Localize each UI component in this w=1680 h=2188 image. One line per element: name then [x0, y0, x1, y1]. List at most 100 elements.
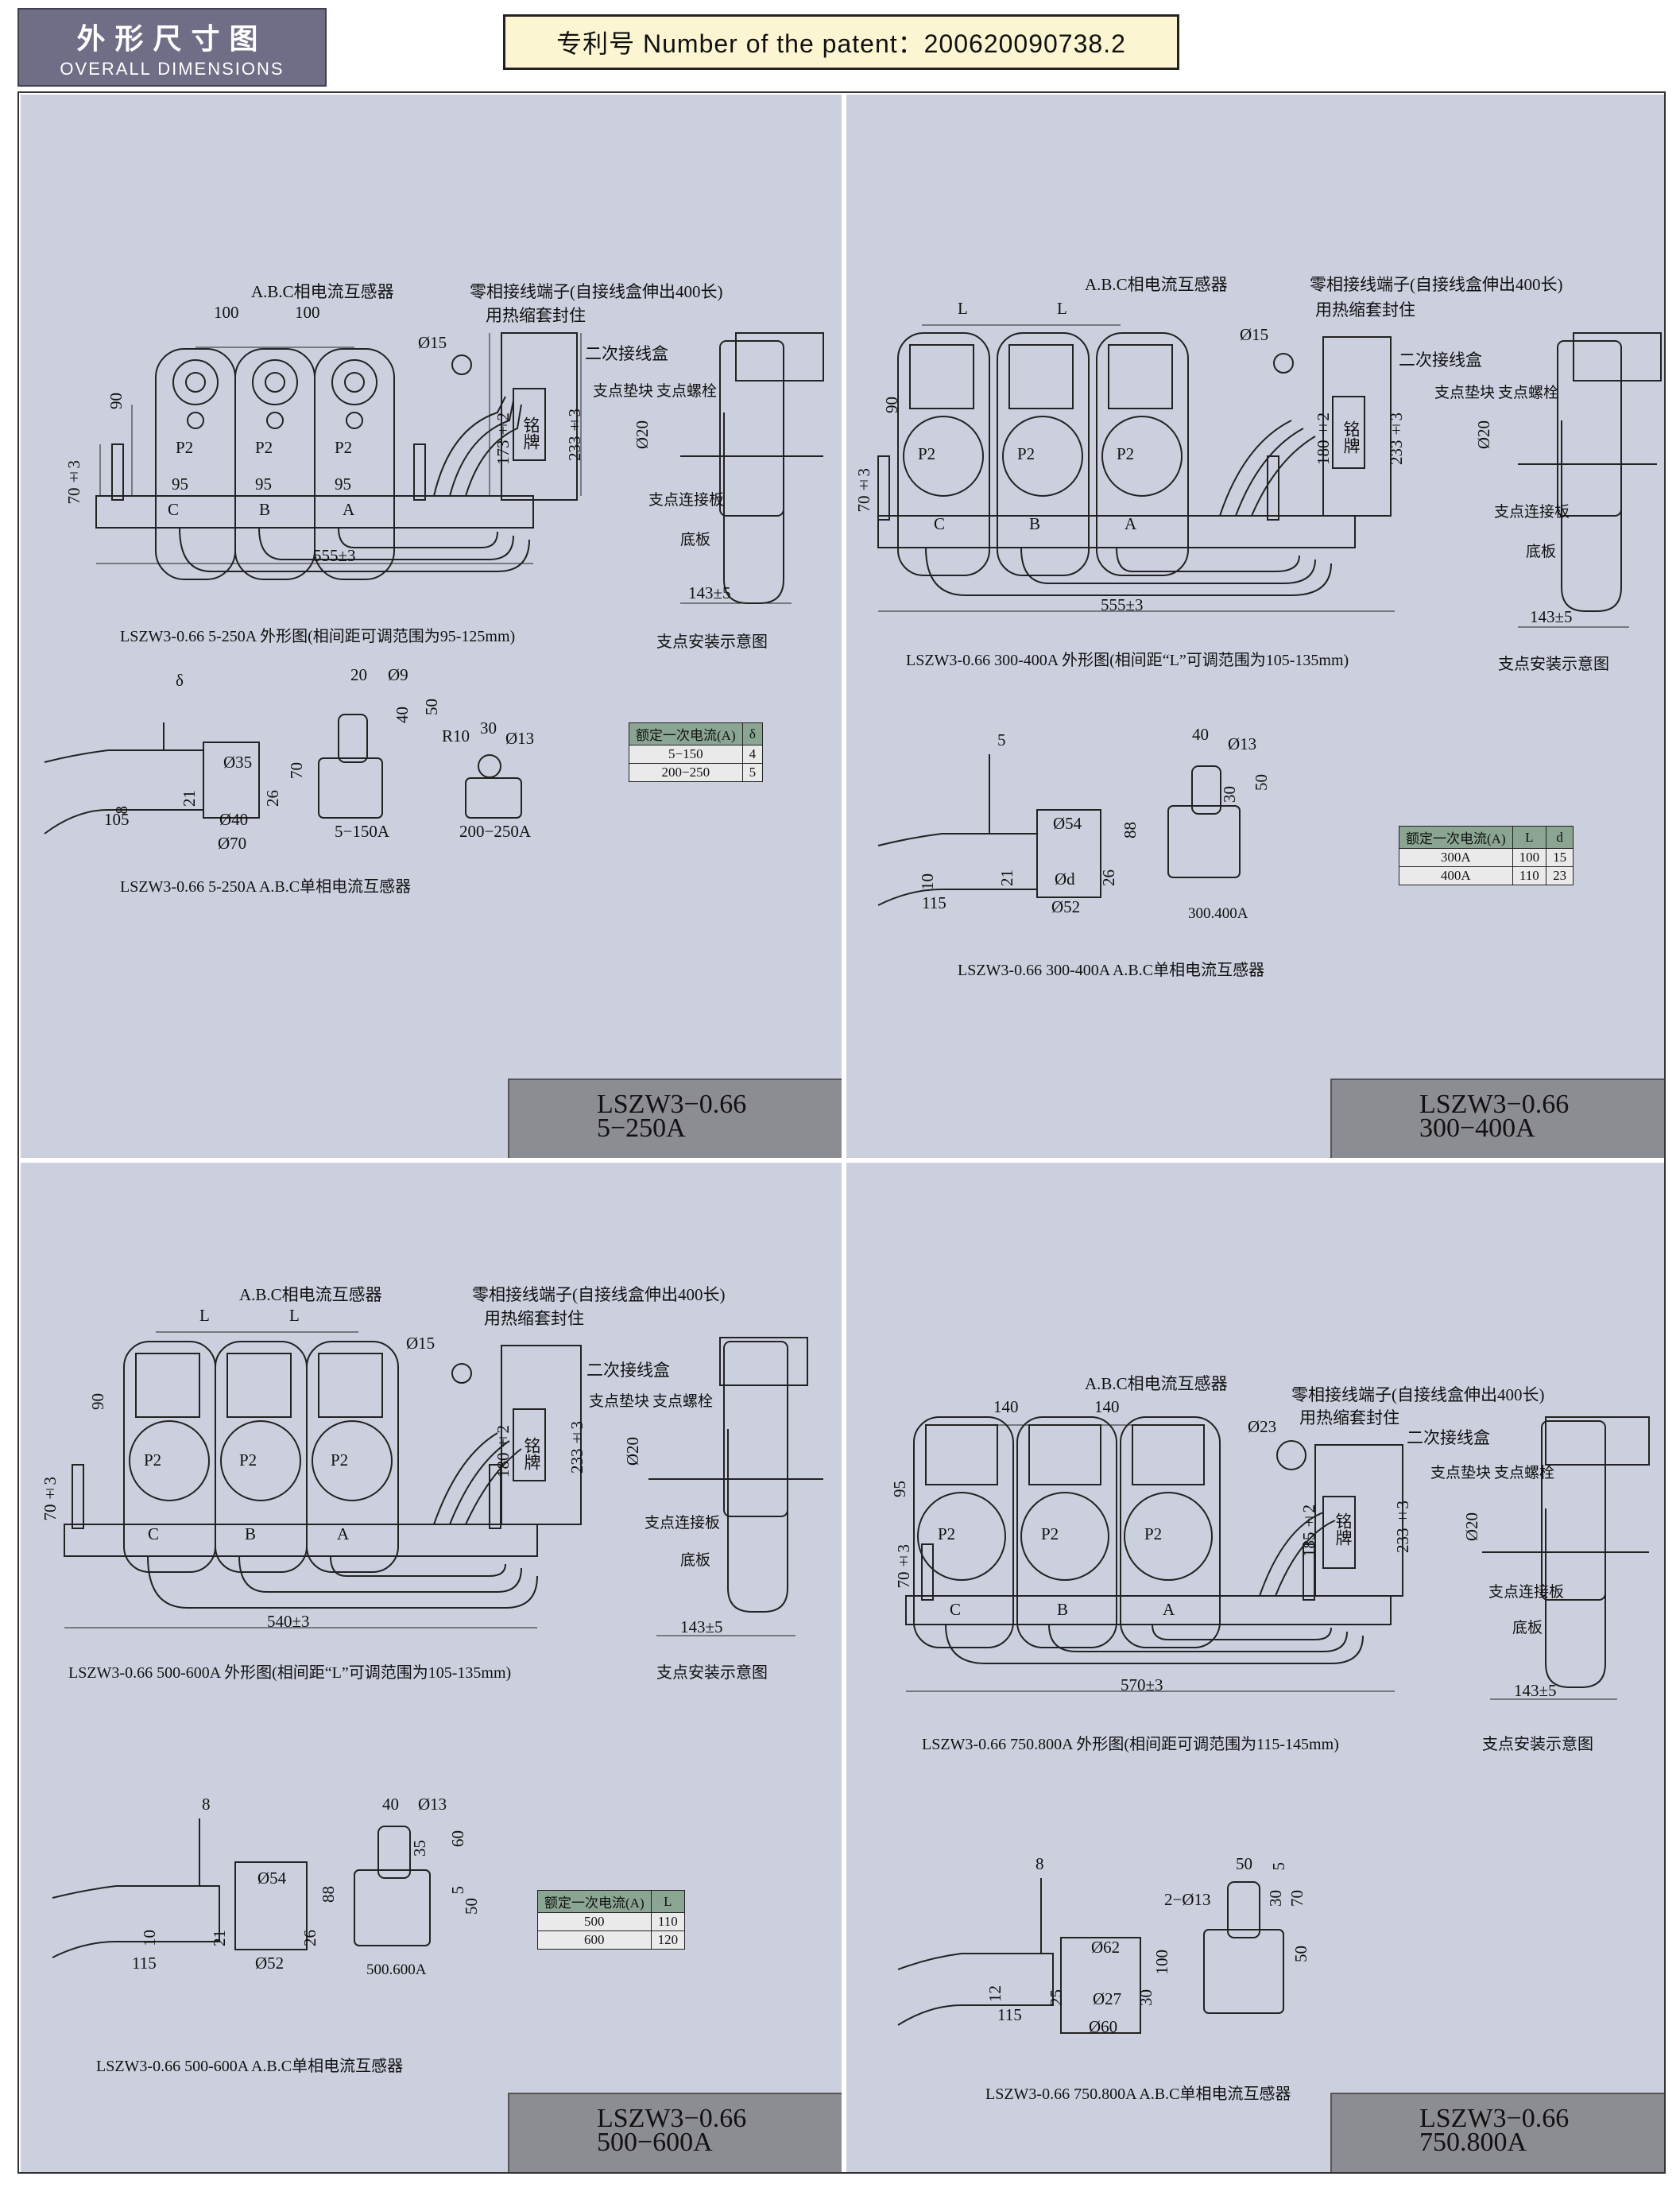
p2-label-2: P2 — [239, 1450, 257, 1470]
top-caption: LSZW3-0.66 300-400A 外形图(相间距“L”可调范围为105-1… — [906, 652, 1349, 669]
dim-spacing-140-2: 140 — [1094, 1397, 1120, 1416]
top-caption: LSZW3-0.66 5-250A 外形图(相间距可调范围为95-125mm) — [120, 628, 516, 645]
phase-c-label: C — [934, 514, 946, 533]
label-support-bolt: 支点螺栓 — [652, 1393, 714, 1410]
spec-cell: 110 — [1512, 866, 1547, 885]
small-dim-21: 21 — [210, 1930, 229, 1946]
small-dim-phi54: Ø54 — [257, 1869, 287, 1888]
small-dim-50b: 50 — [1291, 1946, 1310, 1962]
label-base-plate: 底板 — [1512, 1620, 1543, 1636]
drawing-750-800a-graphics — [897, 1416, 1650, 2034]
label-nameplate: 铭牌 — [1341, 420, 1361, 454]
phase-c-label: C — [950, 1600, 962, 1619]
model-range: 300−400A — [1419, 1113, 1535, 1143]
spec-cell: 600 — [537, 1930, 652, 1950]
small-dim-phi52: Ø52 — [255, 1954, 285, 1973]
small-dim-phi70: Ø70 — [218, 834, 247, 853]
variant-a-label: 300.400A — [1188, 905, 1248, 922]
dim-height: 90 — [882, 397, 901, 413]
small-dim-30: 30 — [1266, 1890, 1285, 1907]
dim-185: 185±2 — [1299, 1504, 1318, 1557]
spec-cell: 300A — [1399, 848, 1513, 867]
spec-header-current: 额定一次电流(A) — [1399, 826, 1513, 849]
spec-header-l: L — [1512, 826, 1547, 849]
top-caption: LSZW3-0.66 750.800A 外形图(相间距可调范围为115-145m… — [922, 1736, 1339, 1753]
label-heat-shrink: 用热缩套封住 — [1315, 300, 1415, 319]
model-label-box: LSZW3−0.66 500−600A — [508, 2093, 842, 2172]
single-caption: LSZW3-0.66 750.800A A.B.C单相电流互感器 — [985, 2085, 1291, 2103]
small-dim-50: 50 — [1236, 1854, 1252, 1873]
small-dim-phi35: Ø35 — [223, 753, 253, 772]
dim-233: 233±3 — [1387, 412, 1406, 465]
dim-width: 570±3 — [1121, 1675, 1163, 1694]
dim-70: 70±3 — [854, 468, 873, 513]
p2-label-3: P2 — [335, 438, 353, 457]
small-dim-phi52: Ø52 — [1051, 897, 1081, 916]
dim-base: 143±5 — [1530, 607, 1573, 626]
small-dim-8: 8 — [202, 1795, 211, 1814]
drawing-5-250a-graphics — [44, 332, 824, 835]
small-dim-40: 40 — [1192, 725, 1209, 744]
p2-label-2: P2 — [1017, 444, 1035, 463]
small-dim-35: 35 — [410, 1840, 429, 1857]
label-secondary-box: 二次接线盒 — [1407, 1428, 1490, 1447]
small-dim-70: 70 — [1287, 1890, 1306, 1907]
dim-phi23: Ø23 — [1248, 1417, 1277, 1436]
small-dim-105: 105 — [104, 810, 130, 829]
dim-width: 540±3 — [267, 1612, 310, 1631]
small-dim-10: 10 — [918, 873, 937, 890]
panel-5-250a: A.B.C相电流互感器 零相接线端子(自接线盒伸出400长) 用热缩套封住 二次… — [21, 95, 842, 1158]
dim-spacing-top-1: 100 — [214, 303, 239, 322]
small-dim-phi54: Ø54 — [1053, 814, 1082, 833]
model-name: LSZW3−0.66 — [1419, 2104, 1570, 2133]
small-dim-8: 8 — [1035, 1854, 1044, 1873]
label-base-plate: 底板 — [680, 532, 711, 548]
label-support-block: 支点垫块 — [593, 383, 654, 400]
dim-base: 143±5 — [680, 1617, 723, 1636]
small-dim-30: 30 — [1220, 786, 1239, 803]
model-name: LSZW3−0.66 — [597, 1090, 747, 1119]
small-dim-phi40: Ø40 — [219, 810, 249, 829]
drawings-frame: A.B.C相电流互感器 零相接线端子(自接线盒伸出400长) 用热缩套封住 二次… — [17, 91, 1666, 2174]
small-dim-115: 115 — [922, 893, 946, 912]
model-range: 500−600A — [597, 2128, 713, 2157]
small-dim-26: 26 — [263, 790, 282, 807]
small-dim-88: 88 — [1121, 822, 1140, 838]
p2-label-3: P2 — [1144, 1524, 1163, 1543]
header-title-en: OVERALL DIMENSIONS — [60, 59, 285, 79]
dim-phi15: Ø15 — [418, 333, 447, 352]
p2-label-3: P2 — [1117, 444, 1135, 463]
spec-cell: 120 — [650, 1930, 686, 1950]
spec-cell: 500 — [537, 1912, 652, 1931]
spec-cell: 4 — [741, 745, 764, 764]
p2-label-1: P2 — [918, 444, 936, 463]
small-dim-40: 40 — [382, 1795, 399, 1814]
small-dim-5: 5 — [448, 1886, 467, 1895]
dim-173: 173±2 — [494, 412, 513, 465]
dim-phi20: Ø20 — [1474, 420, 1493, 450]
label-abc-ct: A.B.C相电流互感器 — [1085, 1374, 1228, 1393]
label-support-bolt: 支点螺栓 — [1494, 1465, 1555, 1481]
spec-header-d: d — [1546, 826, 1574, 849]
dim-width: 555±3 — [313, 546, 356, 565]
dim-height: 90 — [106, 393, 126, 409]
dim-phi20: Ø20 — [633, 420, 652, 450]
spec-cell: 5 — [741, 763, 764, 782]
single-caption: LSZW3-0.66 500-600A A.B.C单相电流互感器 — [96, 2058, 404, 2075]
small-dim-5: 5 — [997, 730, 1006, 749]
spec-cell: 200−250 — [629, 763, 743, 782]
label-zero-terminal: 零相接线端子(自接线盒伸出400长) — [1291, 1385, 1545, 1404]
dim-233: 233±3 — [567, 1421, 586, 1474]
dim-phi20: Ø20 — [623, 1437, 642, 1466]
small-dim-delta: δ — [176, 671, 184, 690]
dim-spacing-l-2: L — [1057, 299, 1067, 318]
variant-a-label: 500.600A — [366, 1961, 427, 1978]
p2-label-1: P2 — [144, 1450, 162, 1470]
dim-233: 233±3 — [565, 409, 584, 461]
small-dim-88: 88 — [319, 1886, 338, 1903]
small-dim-40: 40 — [393, 707, 412, 723]
small-dim-phi13: Ø13 — [1228, 734, 1257, 753]
label-secondary-box: 二次接线盒 — [586, 1361, 670, 1380]
